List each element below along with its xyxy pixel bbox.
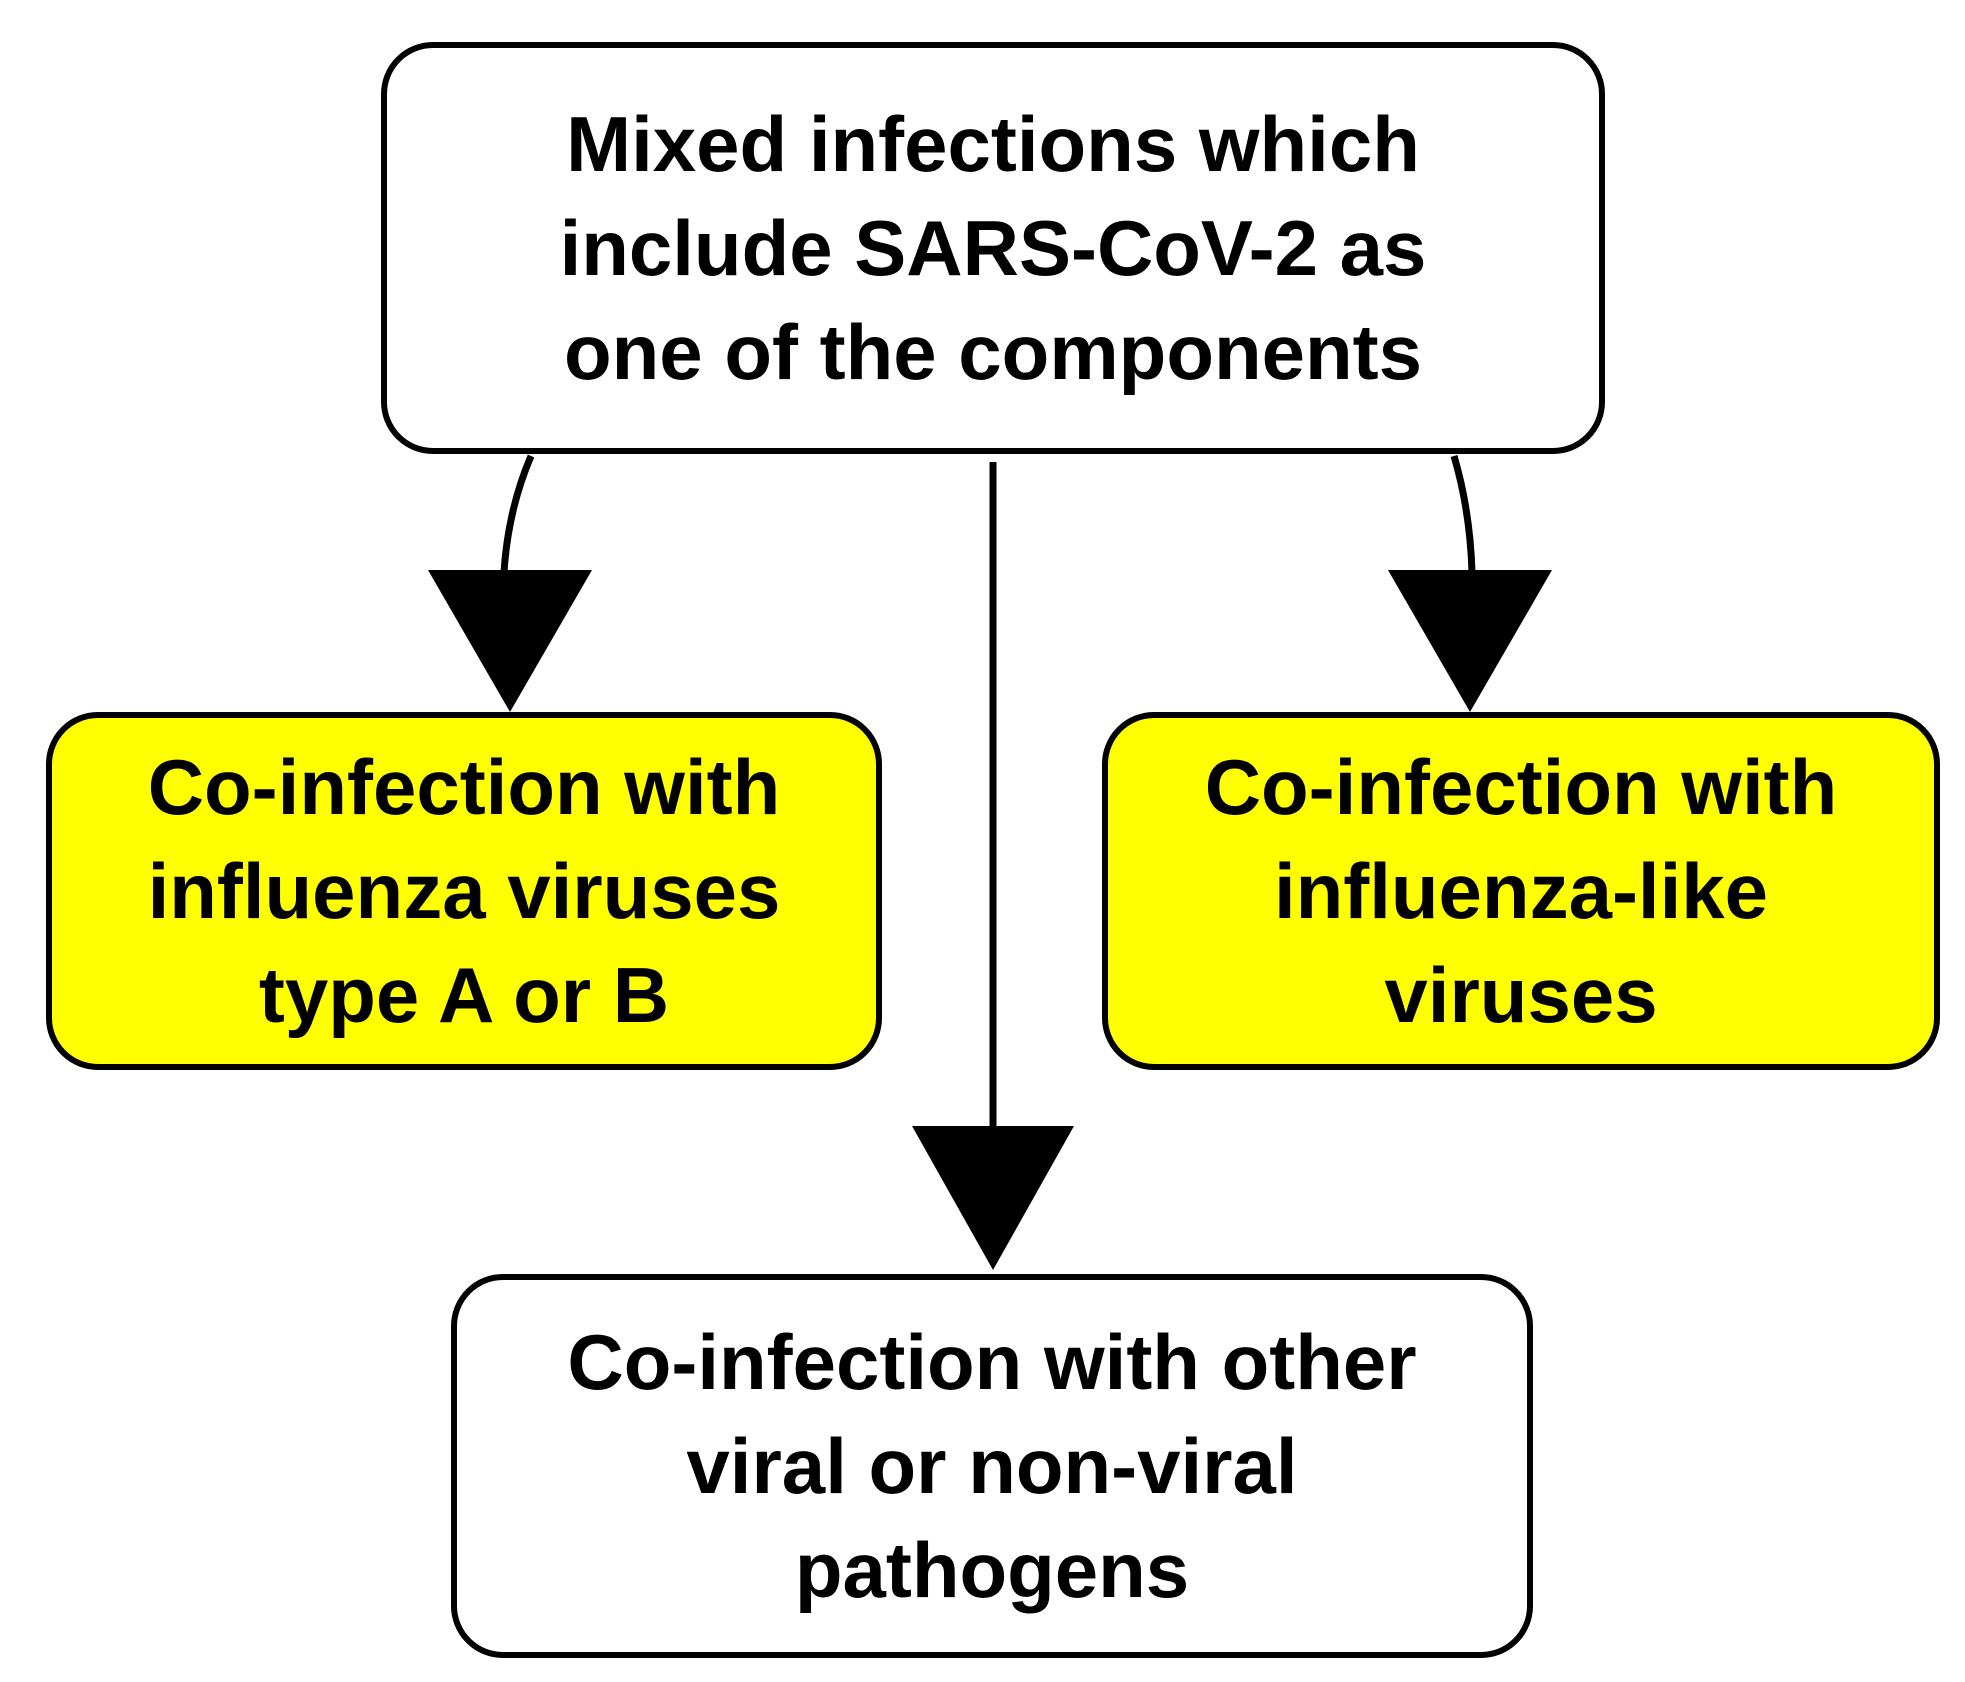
- node-influenza-text-line-1: Co-infection with: [147, 743, 781, 831]
- node-influenza-text-line-2: influenza viruses: [147, 847, 781, 935]
- node-influenza-like-coinfection: Co-infection with influenza-like viruses: [1102, 712, 1940, 1070]
- node-influenza-text-line-3: type A or B: [258, 951, 670, 1039]
- node-influenza-like-text-line-1: Co-infection with: [1204, 743, 1838, 831]
- node-other-text-line-2: viral or non-viral: [686, 1422, 1298, 1510]
- node-other-text-line-1: Co-infection with other: [567, 1318, 1417, 1406]
- root-node-mixed-infections: Mixed infections which include SARS-CoV-…: [381, 42, 1605, 454]
- node-influenza-coinfection: Co-infection with influenza viruses type…: [46, 712, 882, 1070]
- node-other-pathogens-coinfection: Co-infection with other viral or non-vir…: [451, 1274, 1533, 1658]
- root-node-text-line-2: include SARS-CoV-2 as: [559, 204, 1427, 292]
- root-node-text-line-3: one of the components: [564, 308, 1422, 396]
- arrow-to-influenza-head: [428, 570, 592, 712]
- arrow-to-other-head: [912, 1126, 1074, 1270]
- arrow-to-influenza-like-line: [1450, 455, 1476, 573]
- arrow-to-influenza-line: [500, 454, 535, 573]
- arrow-to-influenza-like-head: [1388, 570, 1552, 712]
- node-influenza-like-text-line-2: influenza-like: [1273, 847, 1769, 935]
- root-node-text-line-1: Mixed infections which: [566, 100, 1420, 188]
- node-other-text-line-3: pathogens: [794, 1526, 1190, 1614]
- node-influenza-like-text-line-3: viruses: [1384, 951, 1658, 1039]
